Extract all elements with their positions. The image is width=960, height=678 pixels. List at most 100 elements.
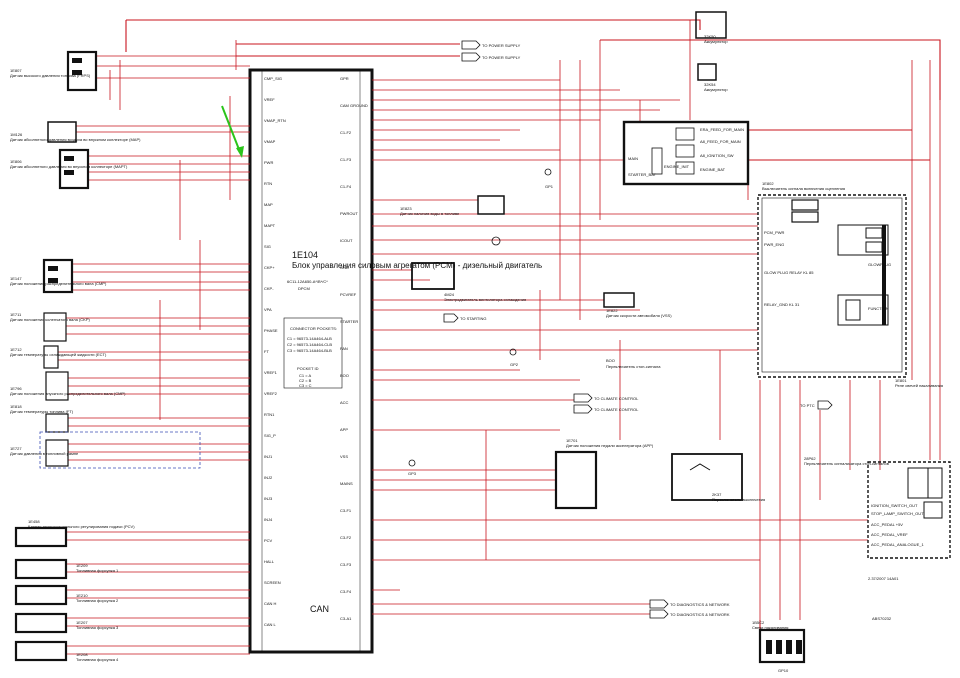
starter-relay-icon — [411, 262, 455, 290]
dest-label: TO CLIMATE CONTROL — [594, 407, 639, 412]
component-name: Датчик температуры топлива (FT) — [10, 409, 74, 414]
dest-label: TO POWER SUPPLY — [482, 43, 521, 48]
right-sensors — [408, 11, 806, 664]
sensor-frps-icon — [66, 50, 98, 92]
battery-2-icon — [697, 63, 717, 81]
relay-label: ENGINE_INIT — [664, 164, 690, 169]
component-id: 28P62 — [804, 456, 816, 461]
component-id: 1E818 — [10, 404, 22, 409]
ecu-pin-right: ACC — [340, 400, 349, 405]
ecu-part: 6C11-12A650-A*/B*/C* — [287, 279, 328, 284]
wire — [600, 39, 941, 100]
vss-icon — [603, 292, 635, 308]
ecu-pin-left: VPA — [264, 307, 272, 312]
ground-icon — [509, 348, 517, 356]
component-name: Аккумулятор — [704, 39, 728, 44]
component-name: Датчик абсолютного давления воздуха во в… — [10, 137, 141, 142]
component-name: Клапан пропорционального регулирования п… — [28, 524, 135, 529]
left-component-labels: 1E807 Датчик высокого давления топлива (… — [10, 68, 141, 662]
brake-switch-icon — [671, 453, 743, 501]
component-id: 1E727 — [10, 446, 22, 451]
injector-3-icon — [14, 612, 68, 634]
ground-label: GP2 — [510, 362, 519, 367]
ecu-pin-left: INJ4 — [264, 517, 273, 522]
component-id: 1E458 — [28, 519, 40, 524]
pocket-id-line: C1 = A — [299, 373, 311, 378]
ground-icon — [544, 168, 552, 176]
ecu-pin-right: C1-F4 — [340, 184, 352, 189]
component-name: Аккумулятор — [704, 87, 728, 92]
dest-arrow-icon — [817, 400, 833, 410]
pedal-label: ACC_PEDAL_ANALOGUE_1 — [871, 542, 924, 547]
glow-label: RELAY_GND KL 31 — [764, 302, 800, 307]
relay-box: MAIN STARTER_BAT ENGINE_INIT ERA_FEED_FO… — [622, 120, 750, 186]
ecu-pin-left: PHASE — [264, 328, 278, 333]
ground-icon — [408, 459, 416, 467]
ecu-pin-left: CMP_SIG — [264, 76, 282, 81]
dest-arrow-icon — [649, 599, 669, 609]
component-name: Датчик положения коленчатого вала (CKP) — [10, 317, 91, 322]
component-id: 1E802 — [762, 181, 774, 186]
component-name: Топливная форсунка 1 — [76, 568, 119, 573]
can-label: CAN — [310, 604, 329, 614]
component-name: Переключатель выключения — [712, 497, 765, 502]
dest-arrow-icon — [649, 609, 669, 619]
ecu-pin-right: FAN — [340, 346, 348, 351]
pedal-label: ACC_PEDAL_VREF — [871, 532, 908, 537]
ecu-pin-right: PWROUT — [340, 211, 358, 216]
component-name: Переключатель стоп-сигнала — [606, 364, 661, 369]
component-id: 1B5C2 — [752, 620, 765, 625]
battery-1-icon — [695, 11, 727, 39]
ecu-pin-right: GPR — [340, 76, 349, 81]
relay-label: A8_FEED_FOR_MAIN — [700, 139, 741, 144]
ecu-pin-left: CAN H — [264, 601, 277, 606]
component-id: 1E823 — [400, 206, 412, 211]
ecu-pin-left: CAN L — [264, 622, 277, 627]
component-id: 32K50 — [704, 34, 716, 39]
ecu-pin-left: MAPT — [264, 223, 276, 228]
dest-label: TO POWER SUPPLY — [482, 55, 521, 60]
glow-relay-box: PCM_PWR PWR_ENG GLOW PLUG RELAY KL 85 RE… — [757, 194, 907, 378]
dest-arrow-icon — [461, 40, 481, 50]
component-id: 1E711 — [10, 312, 22, 317]
ground-icon — [491, 236, 501, 246]
pcv-icon — [14, 526, 68, 548]
component-id: 1E807 — [10, 68, 22, 73]
ecu-pin-left: INJ3 — [264, 496, 273, 501]
component-name: Переключатель сигнализатора стоп-сигнало… — [804, 461, 889, 466]
component-name: Датчик скорости автомобиля (VSS) — [606, 313, 672, 318]
ecu-pin-right: PCVREF — [340, 292, 357, 297]
component-name: Топливная форсунка 2 — [76, 598, 119, 603]
right-harness — [372, 20, 941, 630]
dest-arrow-icon — [443, 313, 459, 323]
ecu-1e104: 1E104 Блок управления силовым агрегатом … — [248, 68, 542, 654]
ecu-pin-left: VMAP_RTN — [264, 118, 286, 123]
component-id: 1E796 — [10, 386, 22, 391]
glow-label: PWR_ENG — [764, 242, 784, 247]
ecu-pin-right: C3-F3 — [340, 562, 352, 567]
ecu-pin-left: INJ2 — [264, 475, 273, 480]
ecu-pin-right: C3-F2 — [340, 535, 352, 540]
dest-label: TO STARTING — [460, 316, 486, 321]
sensor-ckp-icon — [43, 312, 67, 342]
pocket-id-line: C2 = B — [299, 378, 312, 383]
water-in-fuel-icon — [477, 195, 505, 215]
pocket-id-title: POCKET ID — [297, 366, 319, 371]
page-ref: 2.37/2007 14A01 — [868, 576, 899, 581]
ecu-pin-right: C3-F1 — [340, 508, 352, 513]
sensor-cmp-intake-icon — [45, 371, 69, 401]
ecu-pin-right: VSS — [340, 454, 348, 459]
ecu-code: DPCM — [298, 286, 310, 291]
component-name: Датчик абсолютного давления во впускном … — [10, 164, 128, 169]
ecu-pin-left: CKP- — [264, 286, 274, 291]
component-id: 1E806 — [10, 159, 22, 164]
ecu-pin-left: HALL — [264, 559, 275, 564]
ecu-pin-right: ICOUT — [340, 238, 353, 243]
component-id: 1E208 — [76, 652, 88, 657]
app-sensor-icon — [554, 450, 598, 510]
sensor-cmp-icon — [42, 258, 74, 294]
ecu-name: Блок управления силовым агрегатом (PCM) … — [292, 261, 542, 270]
ecu-pin-right: APP — [340, 427, 348, 432]
component-id: 1E822 — [606, 308, 618, 313]
ecu-pin-right: GND — [340, 265, 349, 270]
